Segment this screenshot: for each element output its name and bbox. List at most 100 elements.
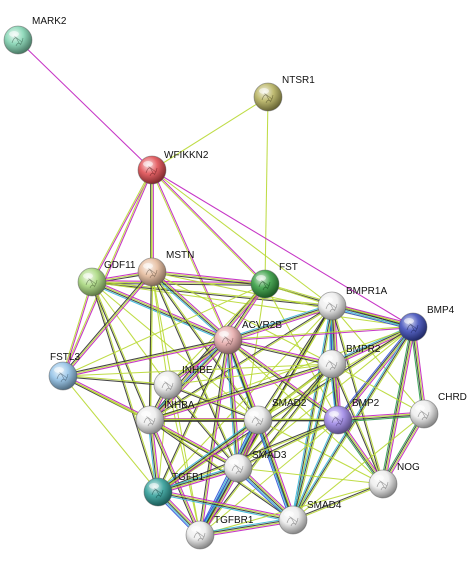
edge-wfikkn2-bmpr1a [151, 169, 333, 307]
node-inhba[interactable]: INHBA [135, 400, 195, 435]
edge-strand-magenta [151, 169, 414, 328]
edge-strand-cyan [150, 273, 228, 342]
edge-strand-yellow [158, 420, 259, 493]
edge-strand-yellow [61, 281, 92, 376]
node-bmpr2[interactable]: BMPR2 [317, 344, 381, 379]
node-label-tgfb1: TGFB1 [172, 472, 205, 483]
edge-strand-yellow [331, 305, 425, 415]
node-bmp4[interactable]: BMP4 [398, 305, 455, 342]
edge-strand-magenta [152, 270, 266, 284]
edge-strand-green [410, 327, 423, 415]
edge-strand-yellow [237, 467, 384, 485]
node-fstl3[interactable]: FSTL3 [48, 352, 80, 391]
node-mstn[interactable]: MSTN [137, 250, 194, 287]
node-nog[interactable]: NOG [368, 462, 420, 499]
edge-strand-black [381, 326, 413, 484]
node-sphere-ntsr1[interactable] [253, 82, 283, 112]
node-mark2[interactable]: MARK2 [3, 16, 67, 55]
node-smad3[interactable]: SMAD3 [223, 450, 287, 483]
edge-strand-yellow [237, 283, 266, 469]
node-highlight [9, 31, 19, 37]
node-sphere-mstn[interactable] [137, 257, 167, 287]
node-fst[interactable]: FST [250, 262, 298, 299]
edge-bmp4-nog [380, 326, 416, 485]
node-sphere-smad4[interactable] [278, 505, 308, 535]
edge-strand-black [90, 282, 158, 493]
edge-strand-magenta [260, 418, 297, 520]
node-label-mstn: MSTN [166, 250, 194, 261]
edge-strand-magenta [337, 411, 424, 419]
edge-bmpr2-chrd [331, 363, 425, 415]
node-sphere-bmp4[interactable] [398, 312, 428, 342]
node-sphere-smad3[interactable] [223, 453, 253, 483]
edge-strand-black [157, 419, 258, 492]
edge-strand-yellow [151, 96, 269, 171]
node-ntsr1[interactable]: NTSR1 [253, 75, 315, 112]
node-label-inhbe: INHBE [182, 365, 213, 376]
node-smad2[interactable]: SMAD2 [243, 398, 307, 435]
edge-bmp4-acvr2b [227, 325, 414, 342]
node-sphere-bmpr2[interactable] [317, 349, 347, 379]
edge-strand-yellow [168, 384, 239, 468]
node-sphere-nog[interactable] [368, 469, 398, 499]
node-sphere-wfikkn2[interactable] [137, 155, 167, 185]
node-label-fst: FST [279, 262, 298, 273]
edge-fstl3-bmpr2 [62, 363, 333, 377]
node-highlight [249, 411, 259, 417]
node-sphere-inhba[interactable] [135, 405, 165, 435]
edge-strand-magenta [63, 340, 229, 378]
node-highlight [83, 273, 93, 279]
node-sphere-tgfb1[interactable] [143, 477, 173, 507]
node-sphere-inhbe[interactable] [153, 370, 183, 400]
node-sphere-gdf11[interactable] [77, 267, 107, 297]
node-sphere-fst[interactable] [250, 269, 280, 299]
edge-strand-yellow [167, 363, 333, 386]
edge-strand-black [90, 282, 150, 421]
node-tgfbr1[interactable]: TGFBR1 [185, 515, 254, 550]
node-sphere-mark2[interactable] [3, 25, 33, 55]
node-smad4[interactable]: SMAD4 [278, 500, 342, 535]
edge-strand-yellow [293, 327, 415, 521]
node-acvr2b[interactable]: ACVR2B [213, 320, 282, 355]
node-sphere-tgfbr1[interactable] [185, 520, 215, 550]
edge-strand-black [157, 418, 338, 492]
node-sphere-bmpr1a[interactable] [317, 291, 347, 321]
edge-strand-black [331, 325, 413, 364]
edge-bmpr1a-tgfb1 [157, 305, 333, 493]
edge-strand-black [292, 326, 414, 521]
edge-strand-yellow [332, 363, 385, 484]
edge-strand-yellow [227, 325, 413, 340]
edge-strand-magenta [228, 327, 414, 342]
node-highlight [259, 88, 269, 94]
edge-fst-smad3 [237, 283, 266, 469]
edge-strand-yellow [293, 420, 340, 521]
edge-strand-yellow [92, 280, 229, 340]
edge-strand-yellow [158, 490, 294, 520]
edge-inhba-smad2 [150, 418, 258, 422]
node-highlight [191, 526, 201, 532]
node-sphere-chrd[interactable] [409, 399, 439, 429]
edge-strand-yellow [150, 340, 229, 421]
edge-strand-yellow [332, 327, 414, 366]
node-chrd[interactable]: CHRD [409, 392, 467, 429]
node-inhbe[interactable]: INHBE [153, 365, 213, 400]
node-sphere-smad2[interactable] [243, 405, 273, 435]
node-tgfb1[interactable]: TGFB1 [143, 472, 205, 507]
node-bmp2[interactable]: BMP2 [323, 398, 380, 435]
node-gdf11[interactable]: GDF11 [77, 260, 136, 297]
edge-smad2-nog [257, 419, 384, 485]
node-wfikkn2[interactable]: WFIKKN2 [137, 150, 209, 185]
node-sphere-bmp2[interactable] [323, 405, 353, 435]
node-sphere-acvr2b[interactable] [213, 325, 243, 355]
edge-strand-yellow [228, 306, 333, 342]
node-bmpr1a[interactable]: BMPR1A [317, 286, 387, 321]
edge-strand-yellow [258, 419, 295, 520]
edge-strand-black [237, 363, 332, 468]
node-sphere-fstl3[interactable] [48, 361, 78, 391]
node-label-fstl3: FSTL3 [50, 352, 80, 363]
edge-ntsr1-fst [264, 96, 269, 285]
edge-strand-yellow [199, 419, 339, 536]
edge-strand-yellow [413, 326, 426, 414]
edge-acvr2b-fstl3 [62, 338, 229, 378]
edge-strand-black [167, 385, 258, 422]
